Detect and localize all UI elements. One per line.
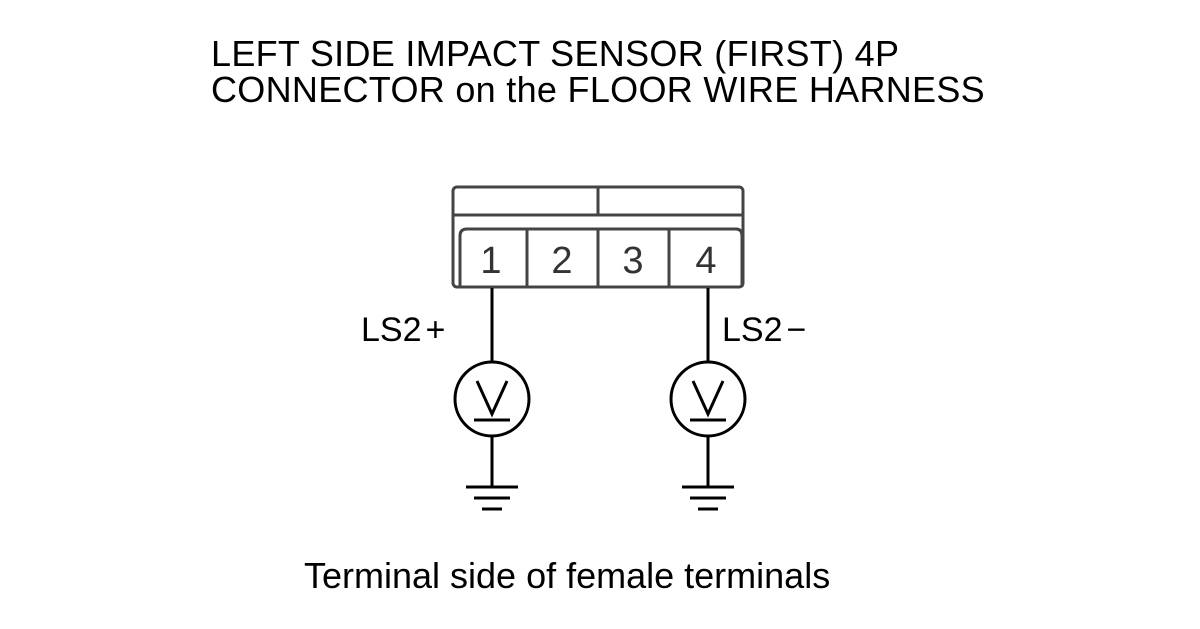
pin-number-3: 3 <box>622 240 643 282</box>
connector-terminal-cavity <box>458 227 744 287</box>
connector-4p <box>451 185 745 289</box>
pin-number-1: 1 <box>480 240 501 282</box>
title-line-2: CONNECTOR on the FLOOR WIRE HARNESS <box>211 69 985 110</box>
probe-label-positive-name: LS2 <box>361 311 422 349</box>
probe-negative <box>669 288 747 511</box>
probe-label-positive: LS2+ <box>361 311 445 349</box>
title-line-1: LEFT SIDE IMPACT SENSOR (FIRST) 4P <box>211 33 900 74</box>
ground-icon <box>466 485 518 511</box>
probe-label-positive-sign: + <box>426 311 446 349</box>
pin-number-4: 4 <box>695 240 716 282</box>
voltmeter-icon <box>669 360 747 438</box>
probe-label-negative-sign: − <box>787 311 807 349</box>
probe-label-negative-name: LS2 <box>722 311 783 349</box>
voltmeter-icon <box>453 360 531 438</box>
probe-positive <box>453 288 531 511</box>
pin-number-2: 2 <box>551 240 572 282</box>
diagram-caption: Terminal side of female terminals <box>304 555 831 596</box>
ground-icon <box>682 485 734 511</box>
diagram-title: LEFT SIDE IMPACT SENSOR (FIRST) 4P CONNE… <box>211 36 985 108</box>
probe-label-negative: LS2− <box>722 311 806 349</box>
